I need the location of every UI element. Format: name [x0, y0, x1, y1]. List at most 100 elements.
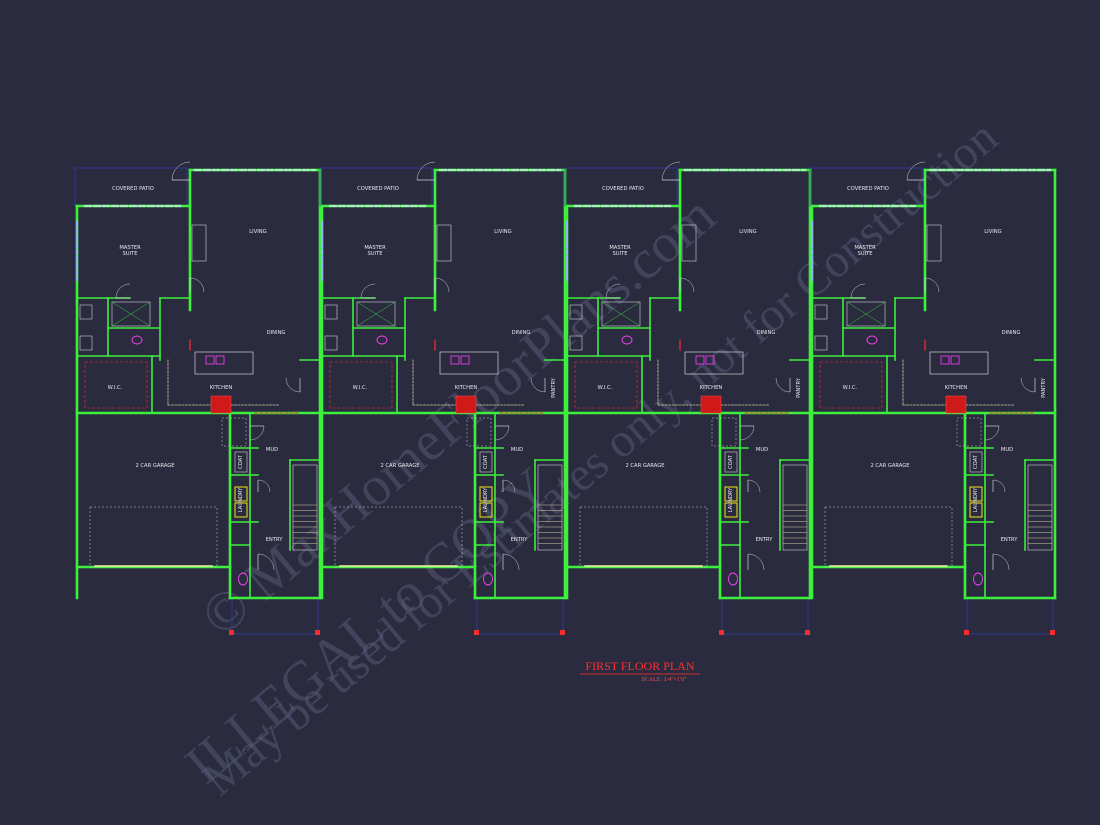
- island-sink: [940, 355, 950, 365]
- label-covered-patio: COVERED PATIO: [847, 186, 889, 192]
- townhouse-units: COVERED PATIOLIVINGMASTERSUITEDININGW.I.…: [74, 161, 1057, 635]
- range-hood: [700, 395, 722, 414]
- patio-door: [416, 161, 436, 181]
- coat-closet: [724, 451, 738, 473]
- label-mud: MUD: [1001, 447, 1013, 453]
- shower-diagonal: [846, 301, 886, 327]
- label-dining: DINING: [1002, 330, 1021, 336]
- label-living: LIVING: [249, 229, 266, 235]
- master-toilet: [866, 335, 878, 345]
- patio-door: [171, 161, 191, 181]
- stairs: [782, 464, 808, 551]
- door-swing-arc: [434, 277, 450, 293]
- unit-4: COVERED PATIOLIVINGMASTERSUITEDININGW.I.…: [809, 161, 1057, 635]
- vanity-sink: [79, 304, 93, 320]
- label-laundry: LAUNDRY: [483, 487, 489, 513]
- garage-door-track: [579, 506, 708, 568]
- label-pantry: PANTRY: [551, 377, 557, 398]
- kitchen-island: [929, 351, 989, 375]
- kitchen-island: [439, 351, 499, 375]
- pantry-door: [285, 377, 301, 393]
- stair-run: [537, 464, 563, 551]
- label-kitchen: KITCHEN: [210, 385, 233, 391]
- label-master: MASTER: [854, 245, 876, 251]
- mud-door: [494, 425, 510, 441]
- label-kitchen: KITCHEN: [455, 385, 478, 391]
- washer: [479, 486, 493, 502]
- laundry-door: [992, 479, 1006, 493]
- fireplace: [436, 224, 452, 262]
- unit-1: COVERED PATIOLIVINGMASTERSUITEDININGW.I.…: [74, 161, 322, 635]
- coat-closet: [969, 451, 983, 473]
- master-door: [924, 277, 940, 293]
- mud-door: [984, 425, 1000, 441]
- door-swing-arc: [739, 425, 755, 441]
- vanity-sink: [814, 335, 828, 351]
- door-swing-arc: [992, 479, 1006, 493]
- label-wic: W.I.C.: [108, 385, 123, 391]
- label-living: LIVING: [984, 229, 1001, 235]
- vanity-sink: [569, 335, 583, 351]
- front-porch-outline: [966, 597, 1054, 635]
- patio-door: [661, 161, 681, 181]
- corner-marker: [719, 630, 724, 635]
- powder-toilet: [483, 572, 493, 586]
- master-toilet: [376, 335, 388, 345]
- label-coat: COAT: [973, 454, 979, 469]
- entry-door: [992, 553, 1010, 571]
- watermark-line-3: May be used for Estimates only, not for …: [193, 110, 1008, 806]
- fireplace: [191, 224, 207, 262]
- label-garage: 2 CAR GARAGE: [380, 463, 419, 469]
- range-hood: [455, 395, 477, 414]
- corner-marker: [805, 630, 810, 635]
- master-door: [679, 277, 695, 293]
- label-entry: ENTRY: [1001, 537, 1019, 543]
- landing-stair: [221, 417, 247, 447]
- door-swing-arc: [775, 377, 791, 393]
- vanity-sink: [814, 304, 828, 320]
- door-swing-arc: [257, 479, 271, 493]
- door-swing-arc: [1020, 377, 1036, 393]
- drawing-title: FIRST FLOOR PLAN: [585, 659, 694, 673]
- master-shower: [846, 301, 886, 327]
- patio-door: [906, 161, 926, 181]
- label-mud: MUD: [266, 447, 278, 453]
- door-swing-arc: [906, 161, 926, 181]
- label-pantry: PANTRY: [1041, 377, 1047, 398]
- master-shower: [356, 301, 396, 327]
- label-covered-patio: COVERED PATIO: [112, 186, 154, 192]
- pantry-door: [530, 377, 546, 393]
- door-swing-arc: [285, 377, 301, 393]
- master-toilet: [621, 335, 633, 345]
- island-sink: [950, 355, 960, 365]
- wic-shelving: [84, 361, 148, 409]
- stairs: [537, 464, 563, 551]
- powder-toilet: [728, 572, 738, 586]
- label-master: MASTER: [364, 245, 386, 251]
- island-sink: [695, 355, 705, 365]
- corner-marker: [1050, 630, 1055, 635]
- vanity-sink: [79, 335, 93, 351]
- label-mud: MUD: [511, 447, 523, 453]
- entry-door: [257, 553, 275, 571]
- door-swing-arc: [502, 553, 520, 571]
- label-coat: COAT: [238, 454, 244, 469]
- stairs: [292, 464, 318, 551]
- door-swing-arc: [924, 277, 940, 293]
- label-garage: 2 CAR GARAGE: [135, 463, 174, 469]
- door-swing-arc: [992, 553, 1010, 571]
- label-garage: 2 CAR GARAGE: [625, 463, 664, 469]
- label-suite: SUITE: [857, 251, 872, 257]
- label-mud: MUD: [756, 447, 768, 453]
- vanity-sink: [569, 304, 583, 320]
- powder-toilet: [973, 572, 983, 586]
- stair-run: [1027, 464, 1053, 551]
- door-swing-arc: [115, 283, 131, 299]
- kitchen-island: [684, 351, 744, 375]
- door-swing-arc: [747, 479, 761, 493]
- corner-marker: [560, 630, 565, 635]
- dryer: [969, 502, 983, 518]
- entry-door: [747, 553, 765, 571]
- door-swing-arc: [605, 283, 621, 299]
